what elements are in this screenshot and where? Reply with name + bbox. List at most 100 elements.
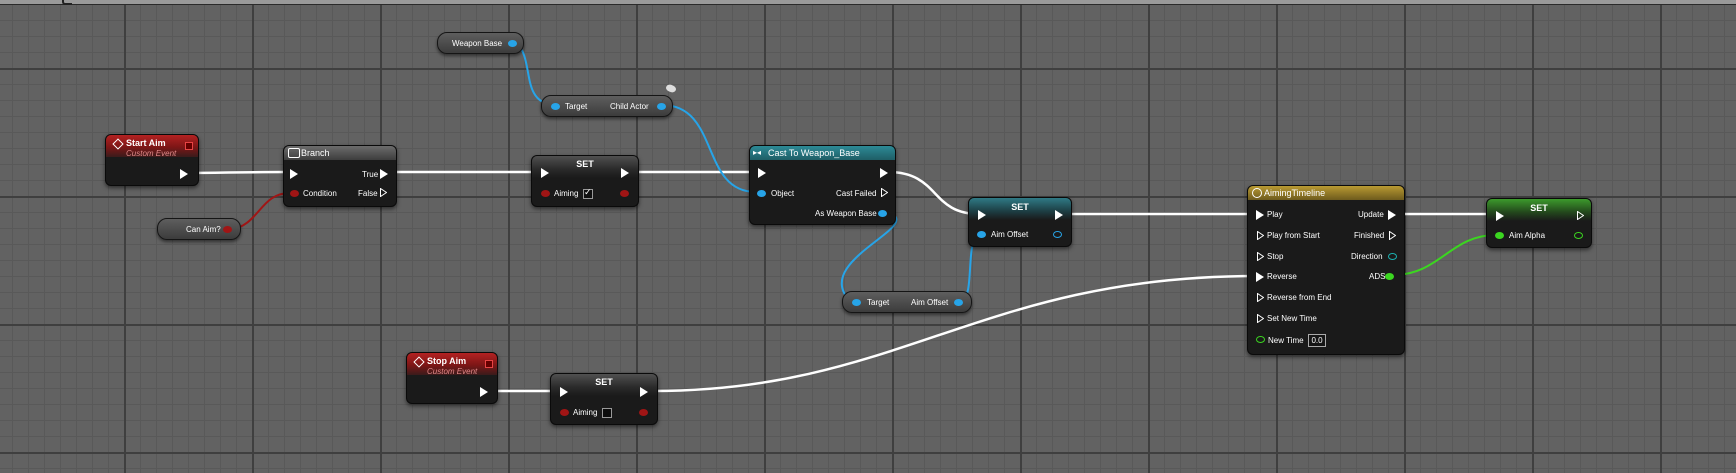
exec-in-pin[interactable]: [560, 387, 568, 397]
false-exec-pin[interactable]: [380, 188, 387, 197]
stop-label: Stop: [1267, 252, 1284, 261]
cast-title: Cast To Weapon_Base: [768, 148, 860, 158]
weapon-base-variable-node[interactable]: Weapon Base: [437, 32, 524, 54]
aiming-out-pin[interactable]: [639, 409, 648, 416]
breadcrumb-mark-icon: [62, 0, 72, 5]
target-in-pin[interactable]: [551, 103, 560, 110]
set-header: [969, 198, 1071, 220]
update-exec-pin[interactable]: [1388, 210, 1396, 220]
exec-out-pin[interactable]: [1577, 211, 1584, 220]
aiming-label: Aiming: [554, 189, 579, 198]
aiming-out-pin[interactable]: [620, 190, 629, 197]
stop-exec-pin[interactable]: [1257, 252, 1264, 261]
set-title: SET: [576, 159, 594, 169]
can-aim-variable-node[interactable]: Can Aim?: [157, 218, 241, 240]
variable-label: Weapon Base: [452, 39, 503, 48]
reverse-exec-pin[interactable]: [1256, 272, 1264, 282]
update-label: Update: [1358, 210, 1384, 219]
aiming-checkbox[interactable]: [602, 408, 612, 418]
object-out-pin[interactable]: [508, 40, 517, 47]
branch-icon: [288, 148, 300, 158]
ads-pin[interactable]: [1385, 273, 1394, 280]
set-header: [1487, 199, 1591, 221]
set-aiming-false-node[interactable]: SET Aiming: [550, 373, 658, 425]
event-title: Start Aim: [126, 138, 166, 148]
delegate-pin-icon[interactable]: [185, 142, 193, 150]
direction-pin[interactable]: [1388, 253, 1397, 260]
wire-float-ads-aimalpha: [1392, 234, 1497, 276]
new-time-input[interactable]: 0.0: [1308, 334, 1326, 347]
aim-alpha-in-pin[interactable]: [1495, 232, 1504, 239]
aiming-in-pin[interactable]: [560, 409, 569, 416]
aiming-in-pin[interactable]: [541, 190, 550, 197]
note-icon: [664, 83, 678, 94]
reverse-from-end-exec-pin[interactable]: [1257, 293, 1264, 302]
stop-aim-event-node[interactable]: Stop Aim Custom Event: [406, 352, 498, 404]
branch-title: Branch: [301, 148, 330, 158]
set-title: SET: [1530, 203, 1548, 213]
set-aim-offset-node[interactable]: SET Aim Offset: [968, 197, 1072, 247]
child-actor-label: Child Actor: [610, 102, 649, 111]
cast-header: [750, 146, 895, 160]
set-title: SET: [595, 377, 613, 387]
exec-in-pin[interactable]: [758, 168, 766, 178]
aiming-timeline-node[interactable]: AimingTimeline Play Play from Start Stop…: [1247, 185, 1405, 355]
clock-icon: [1252, 188, 1262, 198]
child-actor-out-pin[interactable]: [657, 103, 666, 110]
true-exec-pin[interactable]: [380, 169, 388, 179]
event-header: [106, 135, 198, 157]
set-aim-alpha-node[interactable]: SET Aim Alpha: [1486, 198, 1592, 248]
bool-out-pin[interactable]: [223, 226, 232, 233]
cast-icon: ▸◂: [753, 148, 762, 157]
target-in-pin[interactable]: [852, 299, 861, 306]
set-header: [532, 156, 638, 178]
aim-offset-in-pin[interactable]: [977, 231, 986, 238]
reverse-from-end-label: Reverse from End: [1267, 293, 1332, 302]
aiming-checkbox[interactable]: ✓: [583, 187, 593, 199]
exec-out-pin[interactable]: [480, 387, 488, 397]
event-subtitle: Custom Event: [427, 367, 478, 376]
set-aiming-true-node[interactable]: SET Aiming ✓: [531, 155, 639, 207]
target-label: Target: [867, 298, 890, 307]
cast-failed-label: Cast Failed: [836, 189, 877, 198]
start-aim-event-node[interactable]: Start Aim Custom Event: [105, 134, 199, 186]
play-exec-pin[interactable]: [1256, 210, 1264, 220]
exec-out-pin[interactable]: [880, 168, 888, 178]
delegate-pin-icon[interactable]: [485, 360, 493, 368]
exec-out-pin[interactable]: [640, 387, 648, 397]
set-title: SET: [1011, 202, 1029, 212]
exec-out-pin[interactable]: [1055, 210, 1063, 220]
aim-offset-getter-node[interactable]: Target Aim Offset: [842, 291, 972, 313]
aim-alpha-label: Aim Alpha: [1509, 231, 1546, 240]
exec-in-pin[interactable]: [978, 210, 986, 220]
branch-node[interactable]: Branch True Condition False: [283, 145, 397, 207]
as-weapon-base-pin[interactable]: [878, 210, 887, 217]
cast-failed-exec-pin[interactable]: [881, 188, 888, 197]
event-subtitle: Custom Event: [126, 149, 177, 158]
new-time-pin[interactable]: [1256, 336, 1265, 343]
aim-offset-out-pin[interactable]: [954, 299, 963, 306]
exec-in-pin[interactable]: [290, 169, 298, 179]
child-actor-getter-node[interactable]: Target Child Actor: [541, 95, 673, 117]
false-label: False: [358, 189, 378, 198]
variable-label: Can Aim?: [186, 225, 221, 234]
new-time-label: New Time: [1268, 336, 1304, 345]
exec-in-pin[interactable]: [1496, 211, 1504, 221]
set-new-time-exec-pin[interactable]: [1257, 314, 1264, 323]
play-from-start-exec-pin[interactable]: [1257, 231, 1264, 240]
cast-to-weapon-base-node[interactable]: ▸◂ Cast To Weapon_Base Object Cast Faile…: [749, 145, 896, 225]
finished-exec-pin[interactable]: [1389, 231, 1396, 240]
exec-out-pin[interactable]: [621, 168, 629, 178]
branch-header: [284, 146, 396, 160]
object-label: Object: [771, 189, 795, 198]
aim-alpha-out-pin[interactable]: [1574, 232, 1583, 239]
checkmark-icon: ✓: [584, 187, 592, 197]
object-in-pin[interactable]: [757, 190, 766, 197]
exec-in-pin[interactable]: [541, 168, 549, 178]
exec-out-pin[interactable]: [180, 169, 188, 179]
aim-offset-out-pin[interactable]: [1053, 231, 1062, 238]
ads-label: ADS: [1369, 272, 1386, 281]
play-label: Play: [1267, 210, 1283, 219]
condition-pin[interactable]: [290, 190, 299, 197]
